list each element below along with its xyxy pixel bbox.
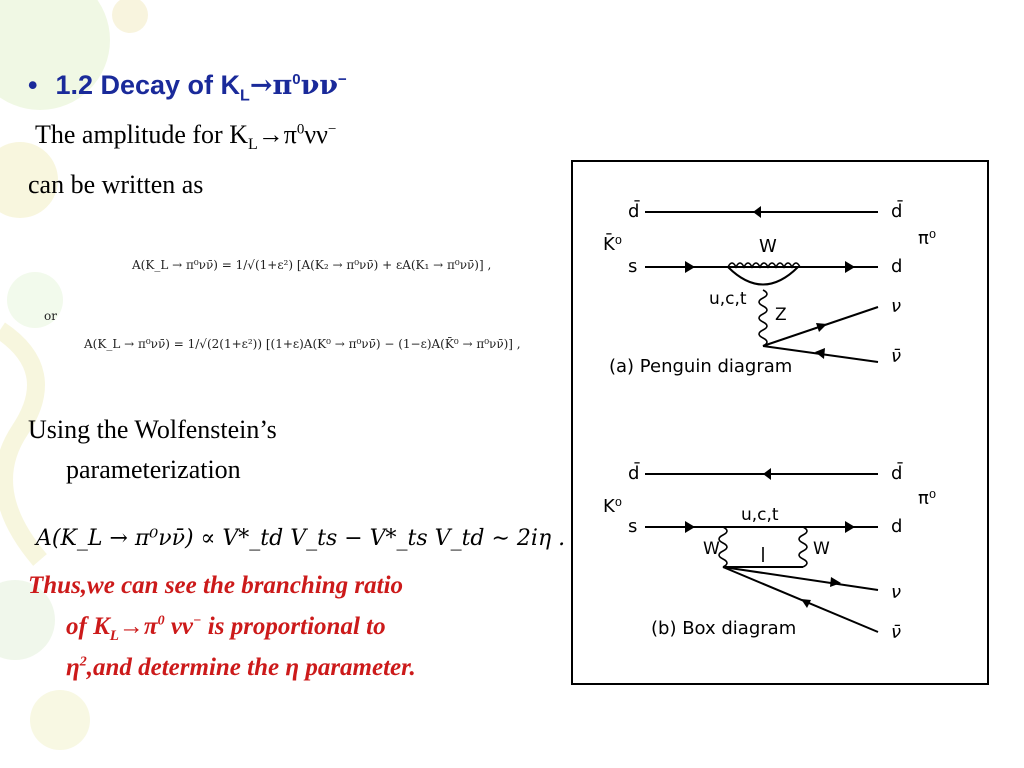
intro-line-2: can be written as [28, 170, 204, 199]
equation-or: or [44, 309, 57, 323]
penguin-label-s: s [628, 256, 637, 277]
penguin-label-z: Z [775, 305, 787, 325]
box-label-w-left: W [703, 539, 720, 559]
penguin-label-pi0: π⁰ [918, 228, 936, 249]
penguin-s-arrow [685, 261, 695, 273]
penguin-dbar-arrow [753, 206, 761, 218]
box-label-w-right: W [813, 539, 830, 559]
feynman-diagrams-svg: d̄ d̄ K̄⁰ π⁰ s d W u,c,t Z ν ν̄ (a) Peng… [603, 200, 936, 643]
box-w-right [798, 526, 808, 568]
box-dbar-arrow [763, 468, 771, 480]
penguin-label-k0bar: K̄⁰ [603, 233, 622, 255]
equation-2: A(K_L → π⁰νν̄) = 1/√(2(1+ε²)) [(1+ε)A(K⁰… [84, 337, 521, 351]
conclusion-line-3: η2,and determine the η parameter. [66, 654, 416, 681]
box-nubar-arrow [801, 599, 811, 608]
box-s-arrow [685, 521, 695, 533]
penguin-label-dbar-left: d̄ [628, 200, 640, 222]
box-nubar-line [722, 566, 879, 633]
penguin-quark-loop [727, 266, 799, 286]
penguin-w-boson [727, 262, 801, 269]
penguin-nu-arrow [816, 323, 827, 332]
box-label-s: s [628, 516, 637, 537]
penguin-label-nubar: ν̄ [891, 346, 901, 367]
penguin-diagram: d̄ d̄ K̄⁰ π⁰ s d W u,c,t Z ν ν̄ (a) Peng… [603, 200, 936, 377]
bullet-dot: • [28, 70, 38, 100]
wolfenstein-line-2: parameterization [66, 455, 241, 484]
penguin-z-boson [758, 289, 768, 347]
box-nu-arrow [830, 577, 841, 587]
box-diagram: d̄ d̄ K⁰ π⁰ s d u,c,t W W ν ν̄ (b) Box d… [603, 462, 936, 643]
penguin-label-nu: ν [891, 296, 901, 317]
box-label-nu: ν [891, 582, 901, 603]
penguin-caption: (a) Penguin diagram [609, 356, 792, 377]
feynman-diagrams-figure: d̄ d̄ K̄⁰ π⁰ s d W u,c,t Z ν ν̄ (a) Peng… [571, 160, 989, 685]
equation-1: A(K_L → π⁰νν̄) = 1/√(1+ε²) [A(K₂ → π⁰νν̄… [132, 258, 492, 272]
box-caption: (b) Box diagram [651, 618, 796, 639]
penguin-label-w: W [759, 236, 777, 257]
intro-line-1: The amplitude for KL→π0νν− [35, 120, 337, 154]
box-label-nubar: ν̄ [891, 622, 901, 643]
penguin-label-uct: u,c,t [709, 289, 747, 309]
box-d-arrow [845, 521, 855, 533]
conclusion-line-2: of KL→π0 νν− is proportional to [66, 613, 386, 644]
penguin-label-dbar-right: d̄ [891, 200, 903, 222]
box-label-uct: u,c,t [741, 505, 779, 525]
penguin-d-arrow [845, 261, 855, 273]
box-label-k0: K⁰ [603, 496, 622, 517]
equation-3: A(K_L → π⁰νν̄) ∝ V*_td V_ts − V*_ts V_td… [36, 526, 566, 551]
penguin-nubar-arrow [815, 348, 825, 359]
box-label-pi0: π⁰ [918, 488, 936, 509]
box-label-d: d [891, 516, 902, 537]
slide-heading: •1.2 Decay of KL→π0νν− [28, 70, 347, 105]
penguin-label-d: d [891, 256, 902, 277]
conclusion-line-1: Thus,we can see the branching ratio [28, 572, 404, 599]
wolfenstein-line-1: Using the Wolfenstein’s [28, 415, 277, 444]
box-label-dbar-left: d̄ [628, 462, 640, 484]
box-label-dbar-right: d̄ [891, 462, 903, 484]
box-nu-line [722, 566, 879, 591]
box-w-left [718, 526, 728, 568]
